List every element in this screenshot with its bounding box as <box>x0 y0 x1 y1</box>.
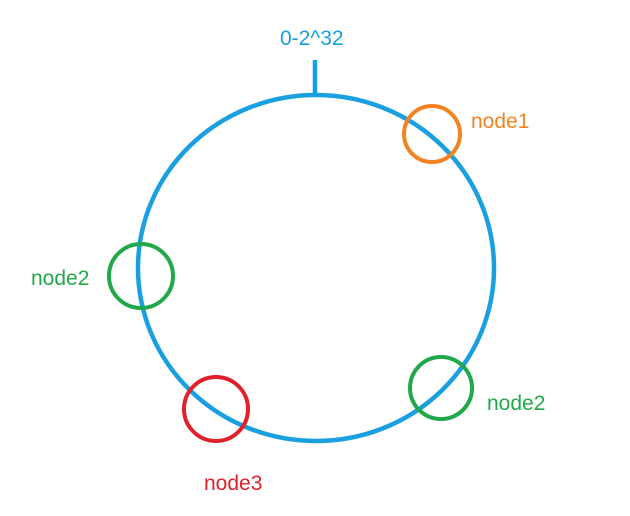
node2-left-label: node2 <box>31 267 90 290</box>
node1-label: node1 <box>471 110 530 133</box>
node-circle-node2-right <box>408 355 474 421</box>
ring-range-label: 0-2^32 <box>280 27 344 50</box>
node-circle-node2-left <box>107 242 175 310</box>
node-circle-node1 <box>402 104 462 164</box>
node2-right-label: node2 <box>487 392 546 415</box>
node3-label: node3 <box>204 472 263 495</box>
node-circle-node3 <box>182 375 250 443</box>
